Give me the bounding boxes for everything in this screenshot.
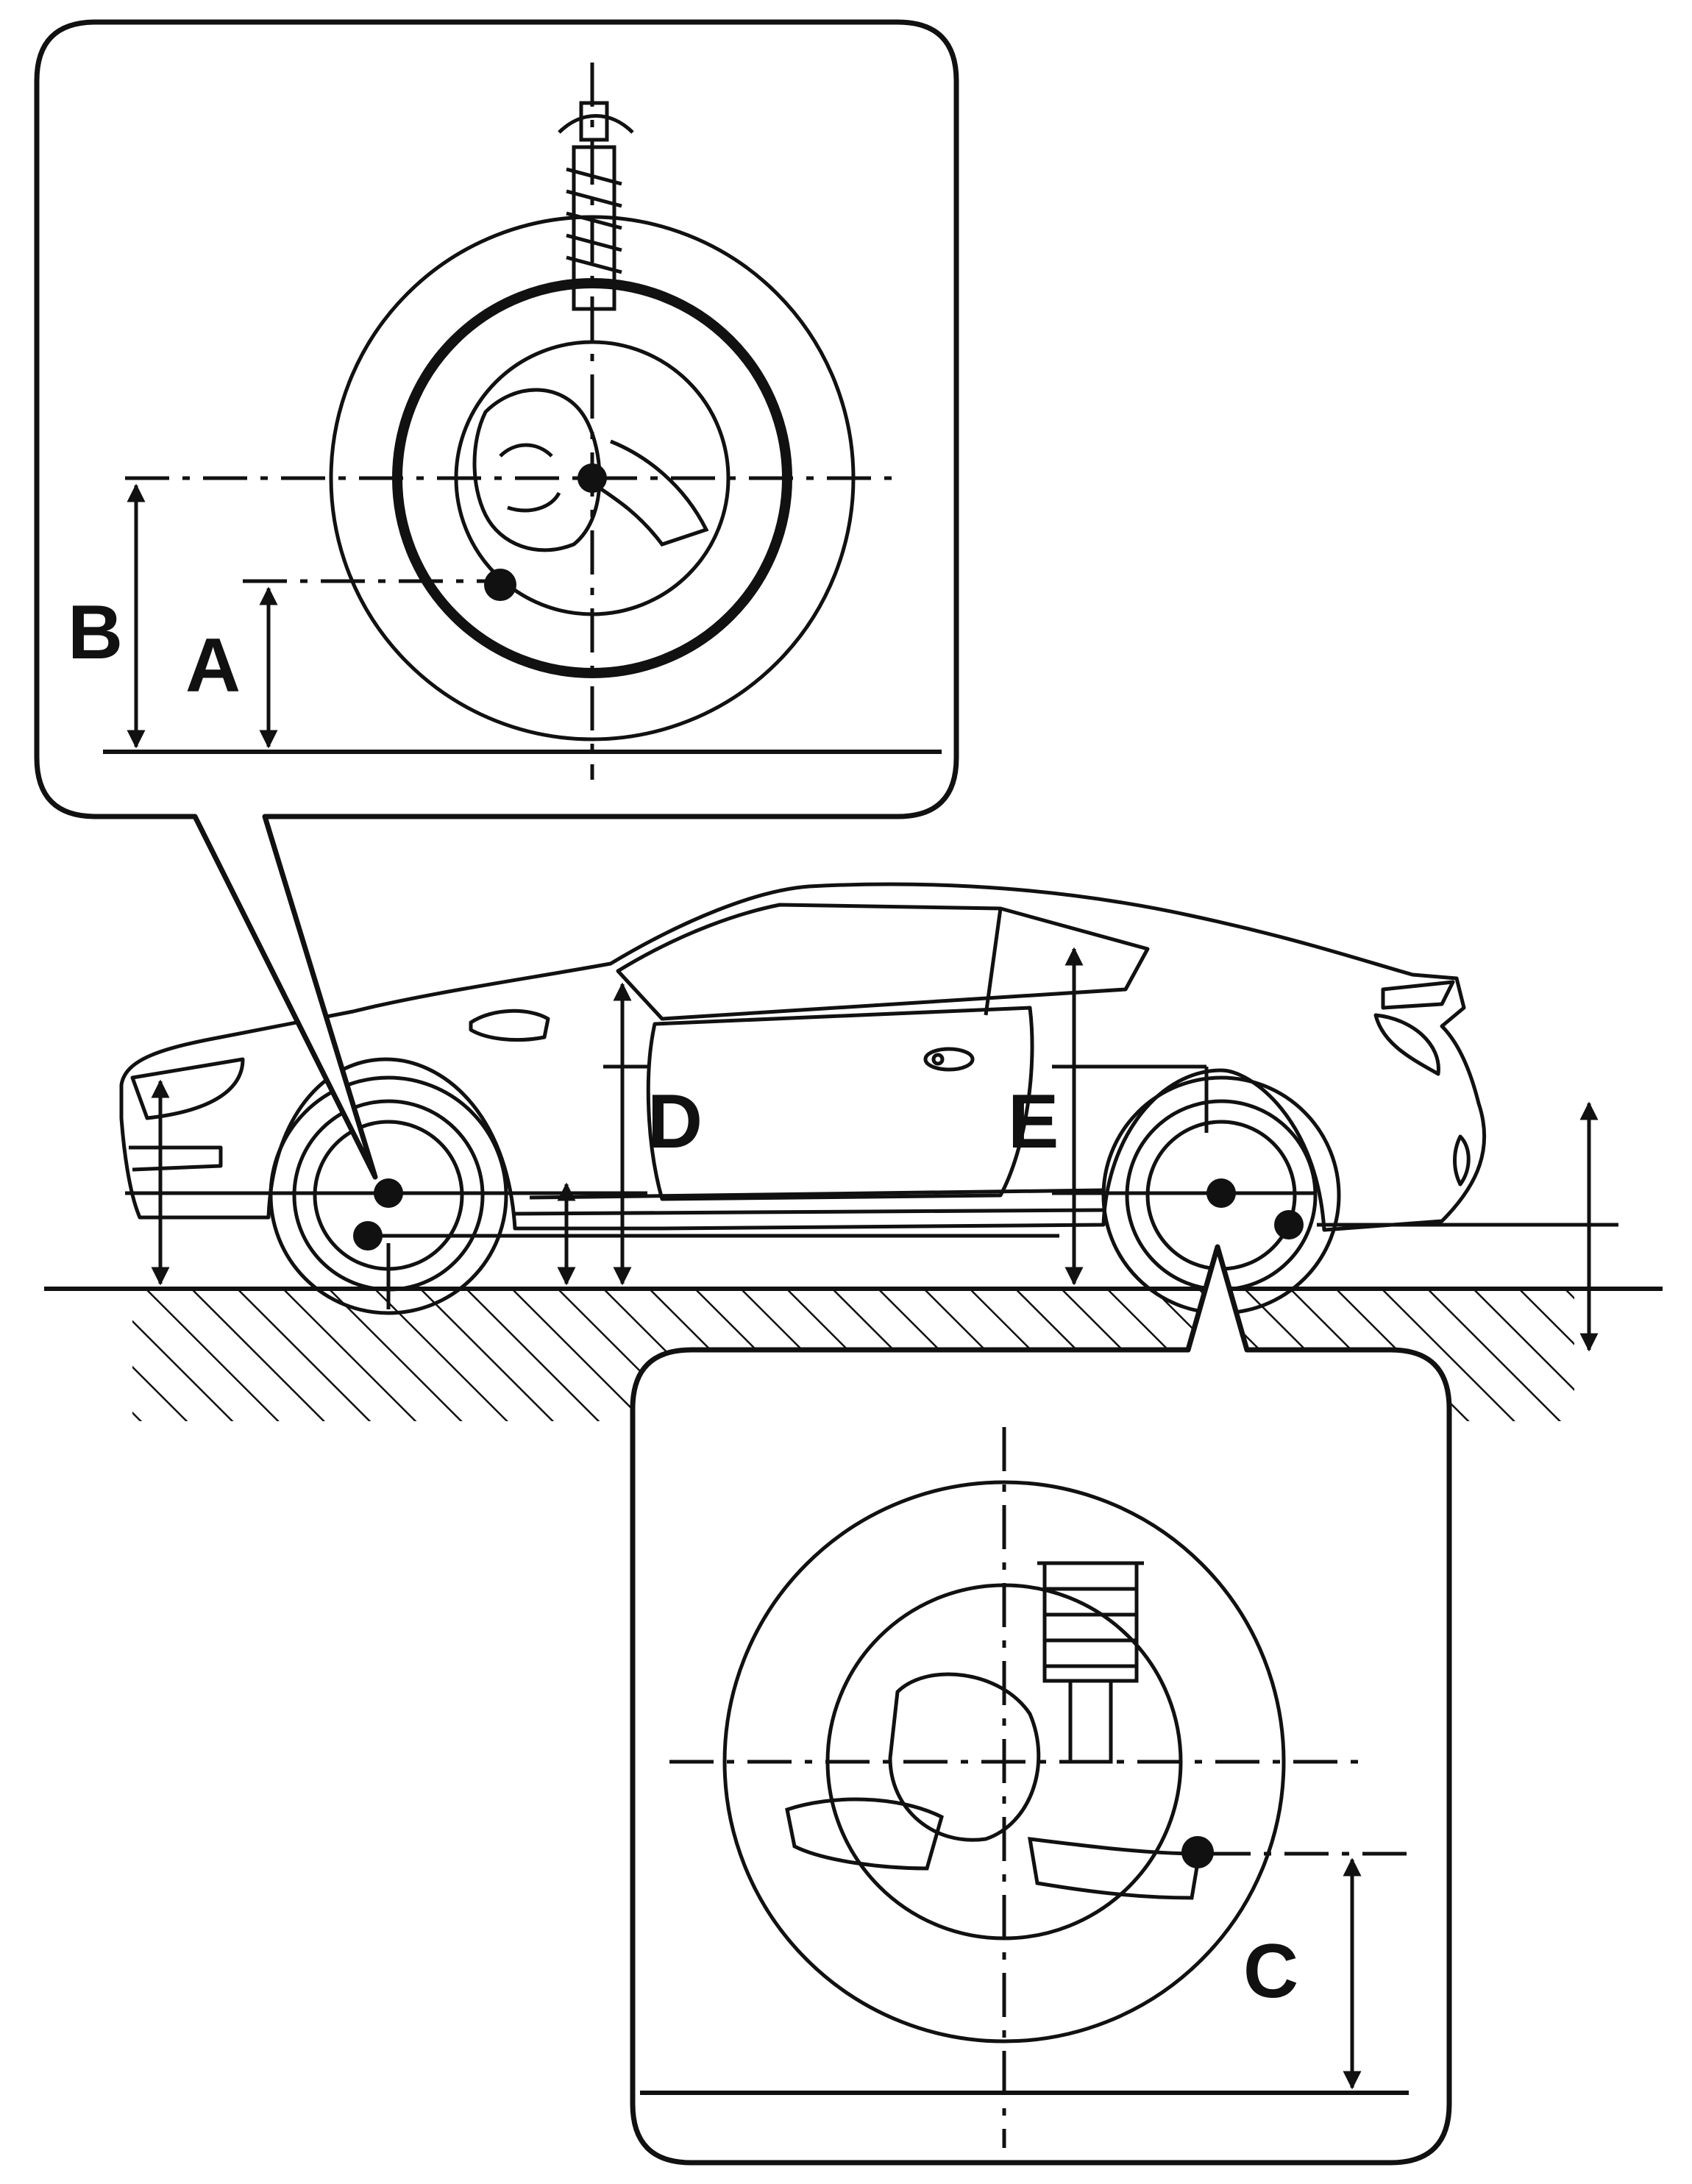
car-window-line <box>616 903 1150 1021</box>
car-dimension-arrows <box>151 947 1599 1352</box>
taillight <box>1373 1013 1440 1076</box>
rear-callout-frame <box>630 1244 1452 2166</box>
door-handle-lock <box>931 1053 945 1066</box>
front-bumper-vent <box>129 1145 223 1172</box>
rear-axle-point <box>1206 1178 1236 1208</box>
label-b: B <box>68 590 123 675</box>
door-handle <box>923 1047 975 1072</box>
front-strut-mount <box>558 114 634 134</box>
rear-upper-arm <box>785 1797 944 1871</box>
rear-mount-point <box>1274 1210 1304 1239</box>
side-sill-lower <box>514 1208 1104 1216</box>
rear-hub-carrier <box>888 1672 1041 1842</box>
front-knuckle <box>472 388 602 552</box>
rear-spring-coils <box>1037 1561 1144 1668</box>
front-lower-arm <box>594 439 709 547</box>
rear-reflector <box>1453 1134 1471 1187</box>
front-suspension-callout: B A <box>34 19 959 1180</box>
front-axle-center-point <box>577 463 607 493</box>
front-mount-center-point <box>484 569 516 601</box>
car-body-outline <box>119 882 1487 1232</box>
front-axle-point <box>374 1178 403 1208</box>
rear-mount-center-point <box>1181 1836 1214 1868</box>
front-mount-point <box>353 1221 383 1251</box>
b-pillar <box>984 908 1003 1016</box>
rear-tire-outer <box>722 1480 1286 2044</box>
side-mirror <box>469 1009 550 1042</box>
rear-spoiler <box>1381 980 1455 1010</box>
rear-lower-arm <box>1027 1837 1201 1900</box>
rear-suspension-callout: C <box>630 1244 1452 2166</box>
label-e: E <box>1008 1079 1059 1164</box>
headlight <box>130 1057 245 1120</box>
front-caliper-detail <box>499 443 561 513</box>
car-measure-points <box>353 1178 1304 1251</box>
label-c: C <box>1243 1929 1298 2014</box>
front-wheel-tire <box>269 1075 508 1315</box>
car-door <box>646 1006 1034 1201</box>
label-d: D <box>647 1079 703 1164</box>
label-a: A <box>185 623 241 708</box>
